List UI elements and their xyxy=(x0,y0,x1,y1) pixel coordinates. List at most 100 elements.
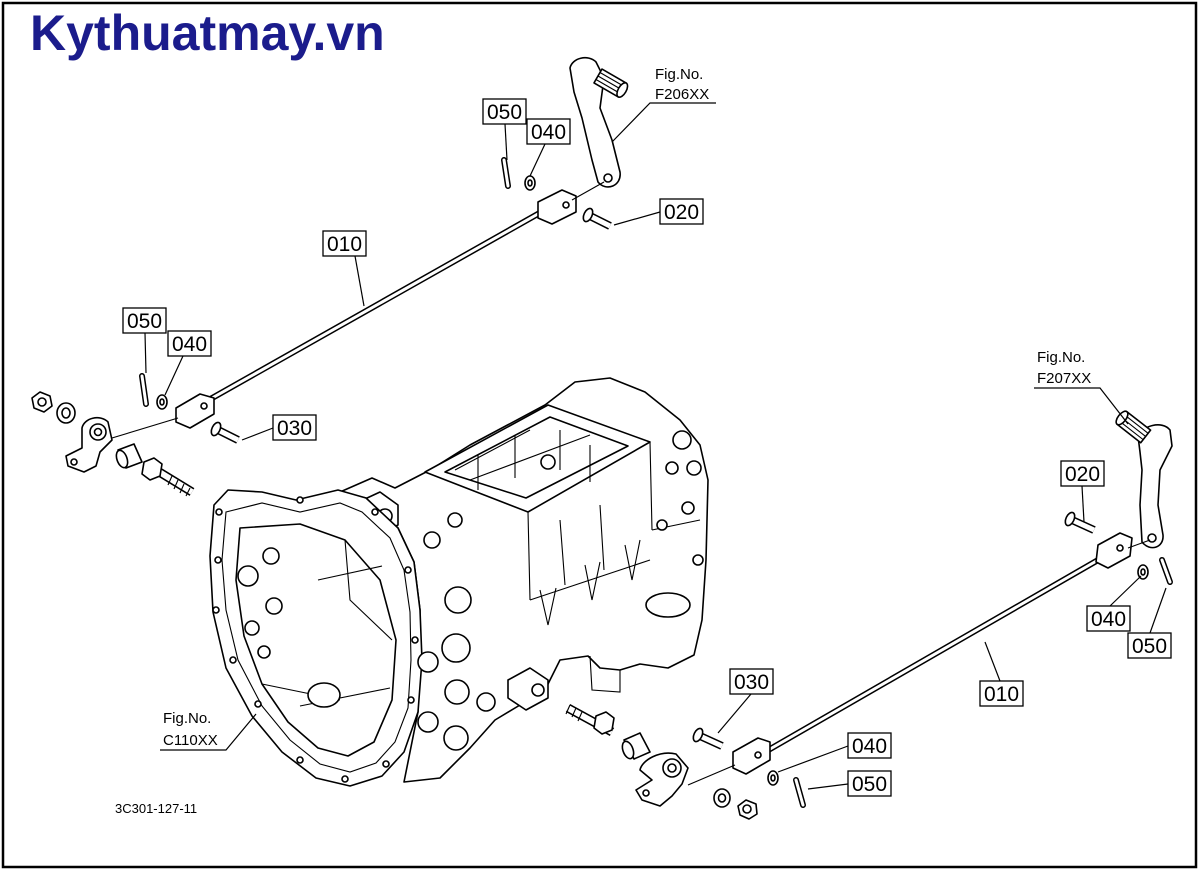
part-number: 030 xyxy=(277,417,312,440)
flange-bolt-hole xyxy=(296,496,304,504)
case-body-outline xyxy=(339,377,709,783)
lever-arm-upper xyxy=(569,56,629,188)
callout-030-lower: 030 xyxy=(717,668,774,734)
shift-arm xyxy=(635,752,689,807)
part-number: 040 xyxy=(172,333,207,356)
callout-020-right: 020 xyxy=(1060,460,1105,523)
part-number: 050 xyxy=(487,101,522,124)
part-number: 040 xyxy=(852,735,887,758)
lower-linkage-parts xyxy=(565,704,758,820)
fig-no-label: Fig.No. xyxy=(1037,349,1085,366)
case-boss-a xyxy=(423,531,441,549)
flange-inner-hole-3 xyxy=(265,597,283,615)
flange-inner-ribs xyxy=(261,539,393,707)
flange-bolt-hole xyxy=(411,636,419,644)
left-linkage-parts xyxy=(31,391,195,497)
flange-bolt-hole xyxy=(407,696,415,704)
washer-upper xyxy=(524,175,536,191)
case-inner-walls xyxy=(454,429,591,490)
part-number: 050 xyxy=(1132,635,1167,658)
part-number: 040 xyxy=(1091,608,1126,631)
case-side-window xyxy=(645,592,691,618)
fig-no-code: F206XX xyxy=(655,86,709,103)
flange-bolt-hole xyxy=(404,566,412,574)
cotter-pin-right xyxy=(1159,557,1173,585)
case-port-1 xyxy=(672,430,692,450)
figure-ref-upper-lever: Fig.No. F206XX xyxy=(611,66,716,143)
callout-010-lower: 010 xyxy=(979,641,1024,707)
case-foot xyxy=(589,655,621,693)
flange-inner-hole-1 xyxy=(237,565,259,587)
case-boss-b xyxy=(447,512,463,528)
part-number: 050 xyxy=(127,310,162,333)
washer-left xyxy=(156,394,168,410)
flange-bolt-hole xyxy=(371,508,379,516)
washer-lower xyxy=(767,770,779,786)
shift-fork-slots xyxy=(539,539,641,626)
callout-050-lower: 050 xyxy=(807,770,892,797)
shaft-bolt-head xyxy=(141,457,163,481)
flange-bolt-hole xyxy=(214,556,222,564)
case-inner-boss xyxy=(540,454,556,470)
flange-bolt-hole xyxy=(229,656,237,664)
rod-clevis-upper-right xyxy=(537,189,577,225)
callout-030-left: 030 xyxy=(241,414,317,441)
bell-housing-flange xyxy=(209,489,423,787)
fig-no-label: Fig.No. xyxy=(655,66,703,83)
flange-bolt-hole xyxy=(254,700,262,708)
case-side-edges xyxy=(527,441,701,601)
callout-020-upper: 020 xyxy=(613,198,704,226)
callout-010-upper: 010 xyxy=(322,230,367,307)
part-number: 010 xyxy=(327,233,362,256)
fig-no-label: Fig.No. xyxy=(163,710,211,727)
clevis-pin-right xyxy=(1064,511,1096,534)
shift-rod-upper xyxy=(195,203,555,409)
callout-040-upper: 040 xyxy=(526,118,571,177)
clevis-pin-left xyxy=(210,421,240,444)
case-port-2 xyxy=(686,460,702,476)
washer-right xyxy=(1137,564,1149,580)
flange-inner-hole-4 xyxy=(244,620,260,636)
flange-bolt-hole xyxy=(215,508,223,516)
spline-shaft-right xyxy=(1115,410,1152,444)
part-number: 010 xyxy=(984,683,1019,706)
callout-040-left: 040 xyxy=(164,330,212,396)
brand-watermark: Kythuatmay.vn xyxy=(30,5,385,61)
assembly-guide-lines xyxy=(571,181,1151,549)
callout-040-lower: 040 xyxy=(777,732,892,773)
flange-bolt-hole xyxy=(296,756,304,764)
drawing-code: 3C301-127-11 xyxy=(115,801,197,816)
case-front-bosses xyxy=(417,586,549,751)
cotter-pin-upper xyxy=(501,157,511,189)
part-number: 040 xyxy=(531,121,566,144)
flange-bolt-hole xyxy=(341,775,349,783)
cotter-pin-lower xyxy=(793,777,806,808)
lower-shaft-boss xyxy=(507,667,549,711)
flange-inner-hole-5 xyxy=(257,645,271,659)
case-port-4 xyxy=(681,501,695,515)
rod-clevis-lower-left xyxy=(732,737,771,775)
flange-inner-hole-2 xyxy=(262,547,280,565)
flange-inner-rim xyxy=(221,502,412,773)
clevis-pin-lower xyxy=(692,727,724,750)
cotter-pin-left xyxy=(139,373,149,407)
part-number: 020 xyxy=(1065,463,1100,486)
part-number: 020 xyxy=(664,201,699,224)
callout-050-right: 050 xyxy=(1127,587,1172,659)
clevis-pin-upper xyxy=(582,207,612,230)
callout-050-upper: 050 xyxy=(482,98,527,161)
spline-shaft-upper xyxy=(593,68,629,99)
case-port-5 xyxy=(656,519,668,531)
shift-rod-lower xyxy=(755,549,1115,759)
callout-040-right: 040 xyxy=(1086,575,1142,632)
case-port-6 xyxy=(692,554,704,566)
flange-bolt-hole xyxy=(382,760,390,768)
part-number: 030 xyxy=(734,671,769,694)
fig-no-code: F207XX xyxy=(1037,370,1091,387)
rod-clevis-lower-right xyxy=(1095,532,1133,569)
flange-bolt-hole xyxy=(212,606,220,614)
part-number: 050 xyxy=(852,773,887,796)
